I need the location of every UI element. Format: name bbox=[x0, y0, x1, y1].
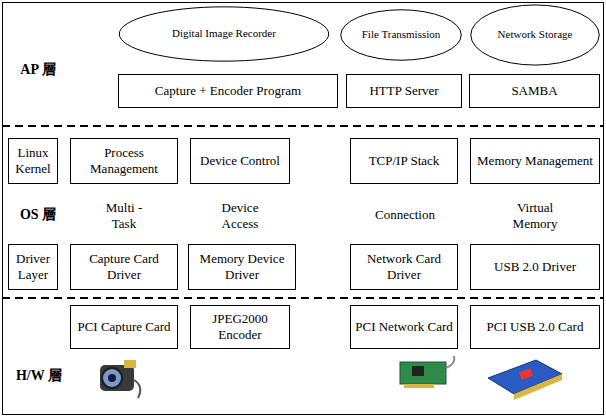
text-group: USB 2.0 Driver bbox=[494, 259, 576, 275]
layer-title: Network Storage bbox=[498, 28, 573, 41]
module-box: Capture Card Driver bbox=[70, 244, 178, 290]
function-label: Device Access bbox=[210, 200, 270, 231]
text-group: SAMBA bbox=[511, 83, 557, 99]
module-label: PCI Network Card bbox=[355, 319, 453, 335]
layer-ellipse: Digital Image Recorder bbox=[118, 6, 330, 62]
module-box: SAMBA bbox=[469, 74, 600, 108]
module-label: Memory Device Driver bbox=[193, 251, 291, 282]
text-group: Network Storage bbox=[498, 28, 573, 41]
layer-title: Digital Image Recorder bbox=[172, 27, 276, 40]
text-group: Memory Management bbox=[477, 153, 593, 169]
module-box: TCP/IP Stack bbox=[350, 138, 458, 184]
module-label: Capture + Encoder Program bbox=[155, 83, 301, 99]
layer-name: H/W 層 bbox=[4, 368, 74, 385]
module-box: Device Control bbox=[190, 138, 290, 184]
text-group: File Transmission bbox=[362, 28, 441, 41]
text-group: Device Control bbox=[200, 153, 280, 169]
layer-name: OS 層 bbox=[6, 207, 70, 224]
module-label: Memory Management bbox=[477, 153, 593, 169]
module-box: PCI Network Card bbox=[350, 305, 458, 349]
module-label: PCI Capture Card bbox=[77, 319, 170, 335]
text-group: Memory Device Driver bbox=[193, 251, 291, 282]
layer-title: File Transmission bbox=[362, 28, 441, 41]
layer-ellipse: Network Storage bbox=[470, 4, 600, 66]
module-box: PCI Capture Card bbox=[70, 305, 178, 349]
text-group: TCP/IP Stack bbox=[369, 153, 440, 169]
layer-name: AP 層 bbox=[6, 62, 70, 79]
usb-card-icon bbox=[488, 360, 562, 400]
text-group: Driver Layer bbox=[13, 251, 53, 282]
module-label: SAMBA bbox=[511, 83, 557, 99]
module-label: Device Control bbox=[200, 153, 280, 169]
module-box: Process Management bbox=[70, 138, 178, 184]
function-label: Virtual Memory bbox=[498, 200, 572, 231]
function-label: Multi - Task bbox=[94, 200, 154, 231]
module-box: Memory Device Driver bbox=[188, 244, 296, 290]
module-box: Capture + Encoder Program bbox=[118, 74, 338, 108]
module-box: PCI USB 2.0 Card bbox=[470, 305, 600, 349]
text-group: Digital Image Recorder bbox=[172, 27, 276, 40]
function-label: Connection bbox=[360, 207, 450, 223]
module-label: USB 2.0 Driver bbox=[494, 259, 576, 275]
module-label: PCI USB 2.0 Card bbox=[487, 319, 584, 335]
module-label: Driver Layer bbox=[13, 251, 53, 282]
text-group: Linux Kernel bbox=[13, 145, 53, 176]
module-box: Network Card Driver bbox=[350, 244, 458, 290]
module-label: HTTP Server bbox=[369, 83, 438, 99]
module-box: Memory Management bbox=[470, 138, 600, 184]
module-label: Linux Kernel bbox=[13, 145, 53, 176]
module-box: JPEG2000 Encoder bbox=[190, 305, 290, 349]
text-group: Capture + Encoder Program bbox=[155, 83, 301, 99]
text-group: PCI Capture Card bbox=[77, 319, 170, 335]
text-group: PCI Network Card bbox=[355, 319, 453, 335]
module-label: Capture Card Driver bbox=[75, 251, 173, 282]
module-box: Linux Kernel bbox=[8, 138, 58, 184]
module-label: Process Management bbox=[75, 145, 173, 176]
layer-ellipse: File Transmission bbox=[340, 9, 462, 61]
text-group: Process Management bbox=[75, 145, 173, 176]
module-label: JPEG2000 Encoder bbox=[195, 311, 285, 342]
module-label: TCP/IP Stack bbox=[369, 153, 440, 169]
text-group: Network Card Driver bbox=[355, 251, 453, 282]
module-box: USB 2.0 Driver bbox=[470, 244, 600, 290]
camera-icon bbox=[100, 360, 140, 398]
module-label: Network Card Driver bbox=[355, 251, 453, 282]
text-group: JPEG2000 Encoder bbox=[195, 311, 285, 342]
text-group: HTTP Server bbox=[369, 83, 438, 99]
module-box: HTTP Server bbox=[346, 74, 462, 108]
text-group: PCI USB 2.0 Card bbox=[487, 319, 584, 335]
text-group: Capture Card Driver bbox=[75, 251, 173, 282]
module-box: Driver Layer bbox=[8, 244, 58, 290]
network-card-icon bbox=[400, 356, 454, 388]
